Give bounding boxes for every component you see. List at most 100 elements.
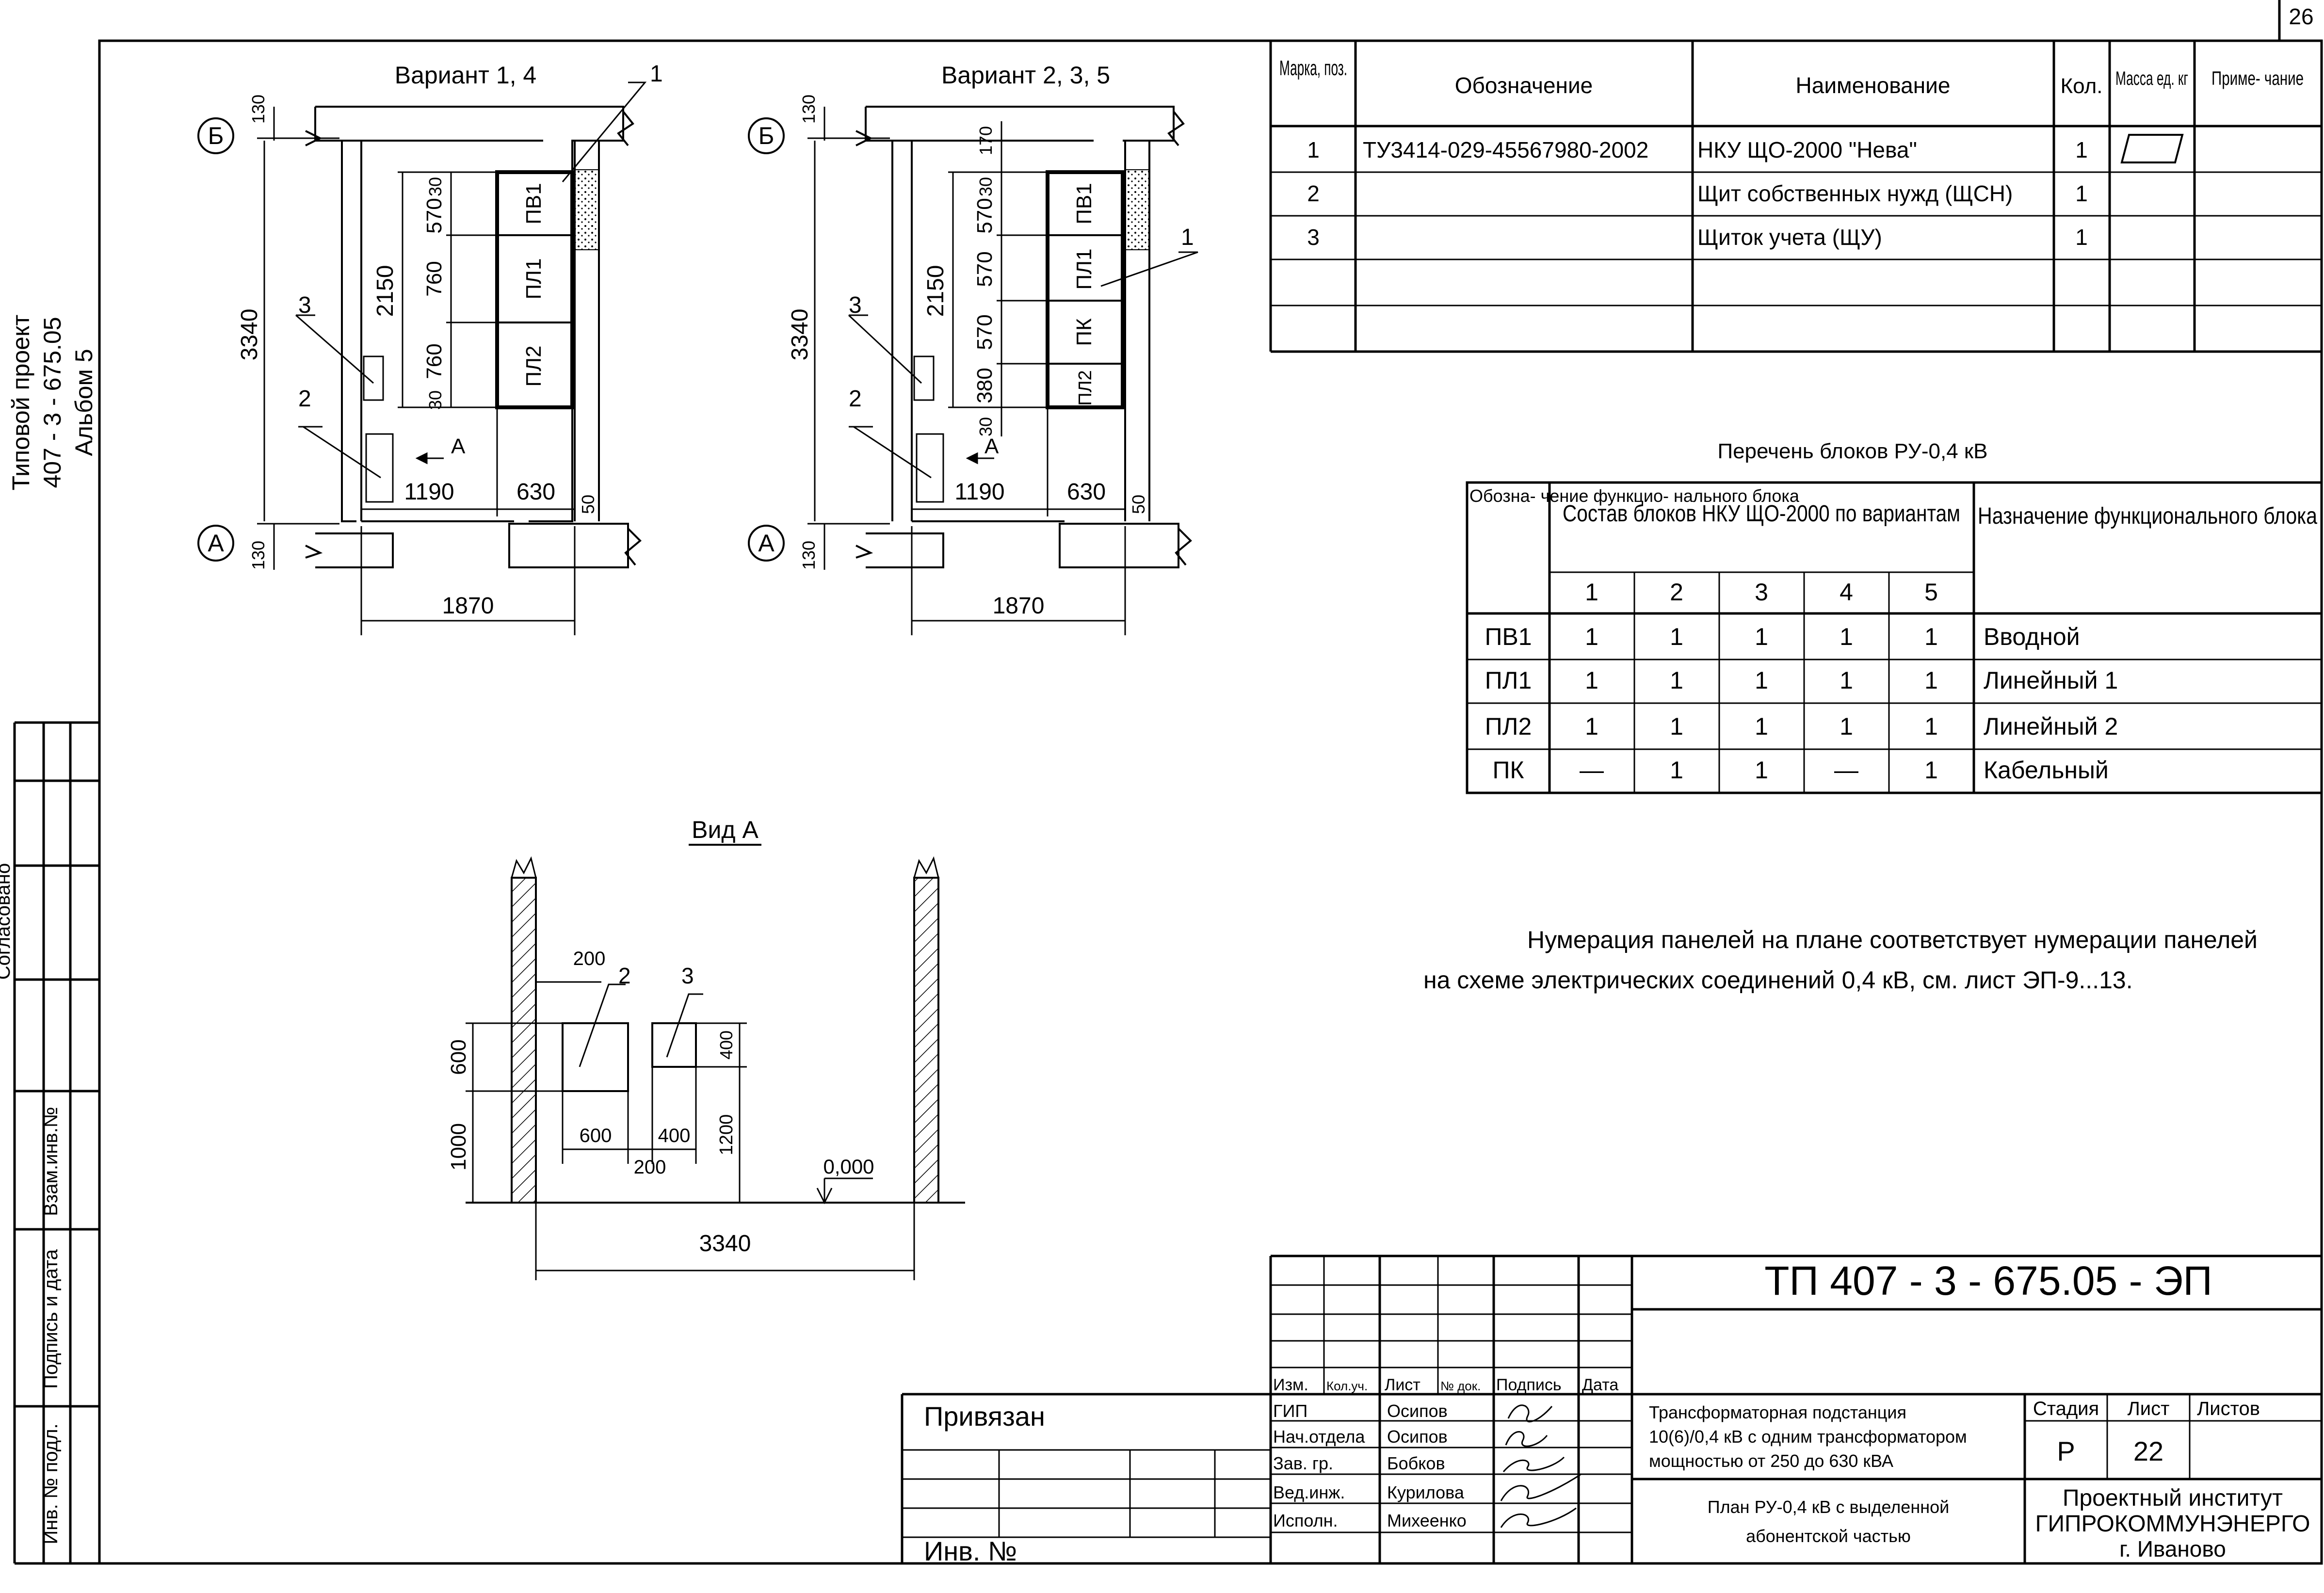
plan1-dim-570: 570 bbox=[422, 198, 446, 233]
plan2-dotted-wall bbox=[1125, 169, 1150, 250]
plan1-dim-3340: 3340 bbox=[237, 309, 262, 361]
view-a-dim-3340: 3340 bbox=[699, 1231, 751, 1256]
view-a-callout-3: 3 bbox=[681, 963, 694, 988]
title-block: ТП 407 - 3 - 675.05 - ЭП Привязан Инв. №… bbox=[901, 1255, 2322, 1566]
plan1-callout-3: 3 bbox=[298, 292, 311, 318]
tb-h-kol-uch: Кол.уч. bbox=[1326, 1379, 1368, 1393]
plan1-dim-30-top: 30 bbox=[425, 177, 445, 196]
plan2-dim-130-bottom: 130 bbox=[799, 541, 819, 570]
staff-name: Осипов bbox=[1387, 1401, 1448, 1421]
blocks-row-value: 1 bbox=[1924, 713, 1938, 740]
blocks-row-value: 1 bbox=[1670, 667, 1683, 694]
blocks-row-value: 1 bbox=[1924, 623, 1938, 650]
plan1-axis-a: А bbox=[208, 530, 224, 557]
tb-h-data: Дата bbox=[1582, 1376, 1618, 1394]
plan1-dim-30-bottom: 30 bbox=[425, 390, 445, 410]
tb-h-list: Лист bbox=[1385, 1376, 1420, 1394]
plan1-dim-130-top: 130 bbox=[248, 95, 268, 124]
spec-h-name: Наименование bbox=[1796, 73, 1951, 98]
project-line1: Типовой проект bbox=[7, 315, 34, 491]
spec-r2-name: Щит собственных нужд (ЩСН) bbox=[1697, 181, 2013, 206]
project-line2: 407 - 3 - 675.05 bbox=[39, 317, 66, 488]
view-a-dim-200-bottom: 200 bbox=[634, 1157, 666, 1178]
podpis-data-label: Подпись и дата bbox=[40, 1249, 62, 1388]
sheet-title-line1: План РУ-0,4 кВ с выделенной bbox=[1708, 1497, 1949, 1517]
note-line2: на схеме электрических соединений 0,4 кВ… bbox=[1423, 966, 2133, 994]
staff-name: Осипов bbox=[1387, 1427, 1448, 1447]
blocks-row-purpose: Линейный 2 bbox=[1984, 713, 2118, 740]
plan2-dim-630: 630 bbox=[1067, 479, 1106, 505]
plan1-dim-760-b: 760 bbox=[422, 343, 446, 379]
blocks-row-purpose: Кабельный bbox=[1984, 756, 2109, 784]
plan2-dim-1870: 1870 bbox=[993, 593, 1045, 619]
staff-role: Вед.инж. bbox=[1273, 1482, 1345, 1502]
plan2-dim-30-bottom: 30 bbox=[976, 417, 996, 436]
staff-name: Михеенко bbox=[1387, 1511, 1467, 1530]
plan1-dim-1190: 1190 bbox=[404, 479, 454, 505]
left-margin: Типовой проект 407 - 3 - 675.05 Альбом 5… bbox=[0, 315, 99, 1565]
staff-role: Исполн. bbox=[1273, 1511, 1338, 1530]
plan2-title: Вариант 2, 3, 5 bbox=[941, 62, 1110, 89]
blocks-row-value: 1 bbox=[1840, 713, 1853, 740]
tb-h-doc: № док. bbox=[1440, 1379, 1481, 1393]
tb-h-podpis: Подпись bbox=[1496, 1376, 1562, 1394]
spec-r3-mark: 3 bbox=[1307, 225, 1320, 250]
org-line3: г. Иваново bbox=[2119, 1536, 2226, 1561]
plan1-view-arrow: А bbox=[451, 434, 466, 458]
view-a-dim-600-horizontal: 600 bbox=[580, 1125, 612, 1146]
listov-label: Листов bbox=[2197, 1398, 2260, 1419]
blocks-variant-2: 2 bbox=[1670, 579, 1683, 606]
blocks-row-value: 1 bbox=[1755, 623, 1768, 650]
object-line2: 10(6)/0,4 кВ с одним трансформатором bbox=[1649, 1427, 1967, 1447]
view-a-dim-1200: 1200 bbox=[716, 1114, 737, 1156]
blocks-row-value: 1 bbox=[1840, 667, 1853, 694]
tb-h-izm: Изм. bbox=[1273, 1376, 1308, 1394]
plan1-title: Вариант 1, 4 bbox=[395, 62, 537, 89]
view-a-dim-1000: 1000 bbox=[447, 1123, 470, 1171]
sheet-title-line2: абонентской частью bbox=[1746, 1526, 1911, 1546]
spec-r1-mass-mark bbox=[2120, 134, 2184, 163]
drawing-code: ТП 407 - 3 - 675.05 - ЭП bbox=[1764, 1258, 2212, 1303]
sheet-frame bbox=[98, 0, 2323, 1565]
view-a-title: Вид А bbox=[692, 816, 759, 843]
plan1-callout-2: 2 bbox=[298, 386, 311, 412]
plan1-callout-1: 1 bbox=[650, 61, 663, 87]
blocks-row-purpose: Вводной bbox=[1984, 623, 2080, 650]
plan1-axis-b: Б bbox=[208, 122, 224, 149]
blocks-row-value: 1 bbox=[1755, 667, 1768, 694]
spec-r1-qty: 1 bbox=[2075, 137, 2088, 162]
view-a-level-mark: 0,000 bbox=[823, 1155, 874, 1178]
blocks-variant-3: 3 bbox=[1755, 579, 1768, 606]
plan1-dim-130-bottom: 130 bbox=[248, 541, 268, 570]
sheet-value: 22 bbox=[2133, 1436, 2163, 1466]
spec-r3-qty: 1 bbox=[2075, 225, 2088, 250]
blocks-variant-1: 1 bbox=[1585, 579, 1598, 606]
blocks-row-code: ПЛ1 bbox=[1485, 667, 1532, 694]
org-line1: Проектный институт bbox=[2063, 1485, 2283, 1511]
plan2-dim-1190: 1190 bbox=[954, 479, 1004, 505]
blocks-row-value: 1 bbox=[1755, 756, 1768, 784]
plan1-panel-pl2: ПЛ2 bbox=[522, 346, 546, 387]
plan2-panel-pv1: ПВ1 bbox=[1072, 183, 1096, 224]
blocks-row-value: 1 bbox=[1585, 713, 1598, 740]
signatures bbox=[1500, 1404, 1582, 1528]
blocks-row-value: — bbox=[1834, 756, 1858, 784]
spec-r1-name: НКУ ЩО-2000 "Нева" bbox=[1697, 137, 1917, 162]
view-a-dim-600-vertical: 600 bbox=[447, 1039, 470, 1075]
blocks-table-title: Перечень блоков РУ-0,4 кВ bbox=[1717, 439, 1987, 463]
plan2-dim-380: 380 bbox=[973, 368, 997, 403]
blocks-table: Перечень блоков РУ-0,4 кВ Обозна- чение … bbox=[1466, 439, 2323, 794]
plan1-dotted-wall bbox=[574, 169, 599, 250]
blocks-variant-4: 4 bbox=[1840, 579, 1853, 606]
view-a-callout-2: 2 bbox=[618, 963, 631, 988]
plan2-dim-3340: 3340 bbox=[787, 309, 813, 361]
plan2-callout-2: 2 bbox=[849, 386, 862, 412]
plan1-panel-pl1: ПЛ1 bbox=[522, 258, 546, 300]
stage-label: Стадия bbox=[2033, 1398, 2099, 1419]
plan2-dim-30-top: 30 bbox=[976, 177, 996, 196]
blocks-h-purpose: Назначение функционального блока bbox=[1978, 503, 2317, 529]
plan1-dim-760-a: 760 bbox=[422, 261, 446, 296]
blocks-row-value: 1 bbox=[1670, 713, 1683, 740]
staff-role: Нач.отдела bbox=[1273, 1427, 1365, 1447]
